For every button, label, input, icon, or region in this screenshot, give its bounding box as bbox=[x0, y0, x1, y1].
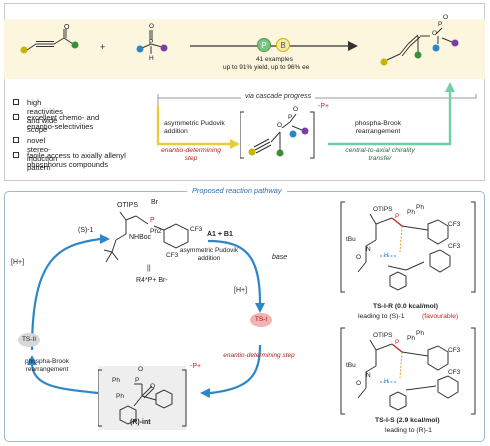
tsis-otips: OTIPS bbox=[373, 332, 393, 339]
base-label: base bbox=[272, 254, 288, 261]
allenyl-product bbox=[380, 27, 459, 66]
reaction-arrow bbox=[190, 41, 358, 51]
cat-otips: OTIPS bbox=[117, 202, 139, 209]
int-charge-bottom: -P+ bbox=[190, 363, 202, 370]
product-o-label: O bbox=[432, 30, 438, 37]
int-p: P bbox=[135, 377, 140, 384]
cascade-arrows bbox=[156, 82, 477, 149]
examples-count: 41 examples bbox=[256, 56, 293, 63]
tsis-name: TS-I-S (2.9 kcal/mol) bbox=[375, 417, 440, 424]
ts2-node: TS-II bbox=[18, 333, 40, 347]
r-int-box bbox=[98, 366, 186, 430]
tsir-o: O bbox=[356, 254, 362, 261]
int-p-label: P bbox=[288, 114, 293, 121]
a1b1-label: A1 + B1 bbox=[207, 231, 233, 238]
catalytic-cycle-arrows bbox=[27, 234, 265, 398]
tsis-ph: Ph bbox=[416, 330, 424, 337]
tsis-n: N bbox=[366, 372, 371, 379]
tsis-tbu: tBu bbox=[346, 362, 356, 369]
int-o2: O bbox=[150, 383, 156, 390]
pathway-title: Proposed reaction pathway bbox=[187, 186, 287, 195]
plus-sign: + bbox=[100, 42, 106, 52]
intermediate-structure bbox=[240, 111, 315, 159]
tsir-p: P bbox=[395, 213, 400, 220]
cat-br: Br bbox=[151, 199, 158, 206]
ts-is-structure bbox=[340, 327, 476, 415]
tsir-favourable: (favourable) bbox=[422, 313, 459, 320]
phosphite-h-label: H bbox=[149, 55, 154, 62]
int-o2-label: O bbox=[293, 106, 299, 113]
tsir-h: H bbox=[384, 252, 389, 259]
catalyst-structure bbox=[103, 211, 189, 263]
tsis-cf3a: CF3 bbox=[448, 347, 461, 354]
reaction-scheme-band bbox=[4, 19, 485, 79]
ts1-node: TS-I bbox=[250, 313, 272, 327]
int-charge: -P+ bbox=[318, 103, 330, 110]
tsir-name: TS-I-R (0.0 kcal/mol) bbox=[373, 303, 438, 310]
int-o-label: O bbox=[277, 122, 283, 129]
cat-ph2: Ph2 bbox=[150, 228, 162, 235]
tsir-n: N bbox=[366, 246, 371, 253]
tsis-ph2: Ph bbox=[407, 335, 415, 342]
cat-cf3b: CF3 bbox=[166, 252, 179, 259]
h-plus-right: [H+] bbox=[234, 287, 248, 294]
cat-formula: R4*P+ Br- bbox=[136, 277, 168, 284]
catalyst-b-badge: B bbox=[276, 38, 290, 52]
tsir-otips: OTIPS bbox=[373, 206, 393, 213]
tsir-cf3a: CF3 bbox=[448, 221, 461, 228]
phosphite-p-label: P bbox=[149, 39, 154, 46]
step2-label: phospha-Brook rearrangement bbox=[354, 120, 402, 135]
int-ph1: Ph bbox=[112, 377, 120, 384]
step1-note: enantio-determining step bbox=[160, 147, 222, 162]
tsis-o: O bbox=[356, 380, 362, 387]
alkyne-o-label: O bbox=[64, 24, 70, 31]
cat-equiv: || bbox=[147, 265, 151, 272]
cat-nhboc: NHBoc bbox=[129, 234, 152, 241]
tsis-h: H bbox=[384, 378, 389, 385]
tsis-p: P bbox=[395, 339, 400, 346]
tsis-leading: leading to (R)-1 bbox=[385, 427, 432, 434]
product-o2-label: O bbox=[443, 14, 449, 21]
tsir-tbu: tBu bbox=[346, 236, 356, 243]
ts-ir-structure bbox=[340, 201, 476, 293]
via-cascade-label: via cascade progress bbox=[241, 93, 316, 100]
enantio-step-label: enantio-determining step bbox=[223, 352, 295, 359]
phospha-brook-label: phospha-Brook rearrangement bbox=[24, 358, 70, 373]
alkyne-reagent bbox=[20, 29, 79, 54]
r-int-label: (R)-int bbox=[130, 419, 151, 426]
cat-p: P bbox=[150, 217, 155, 224]
tsir-cf3b: CF3 bbox=[448, 243, 461, 250]
product-p-label: P bbox=[438, 21, 443, 28]
cat-cf3a: CF3 bbox=[190, 226, 203, 233]
phosphite-o-label: O bbox=[149, 23, 155, 30]
tsis-cf3b: CF3 bbox=[448, 369, 461, 376]
step1-label: asymmetric Pudovik addition bbox=[164, 120, 225, 135]
r-int-structure bbox=[98, 369, 187, 427]
tsir-ph: Ph bbox=[416, 204, 424, 211]
tsir-leading: leading to (S)-1 bbox=[358, 313, 405, 320]
s1-label: (S)-1 bbox=[78, 227, 94, 234]
asym-pudovik-label: asymmetric Pudovik addition bbox=[179, 247, 239, 262]
int-ph2: Ph bbox=[116, 393, 124, 400]
h-plus-left: [H+] bbox=[11, 259, 25, 266]
phosphite-reagent bbox=[136, 30, 168, 54]
step2-note: central-to-axial chirality transfer bbox=[345, 147, 415, 162]
tsir-ph2: Ph bbox=[407, 209, 415, 216]
yield-ee: up to 91% yield, up to 96% ee bbox=[223, 64, 310, 71]
catalyst-p-badge: P bbox=[257, 38, 271, 52]
int-o: O bbox=[138, 366, 144, 373]
